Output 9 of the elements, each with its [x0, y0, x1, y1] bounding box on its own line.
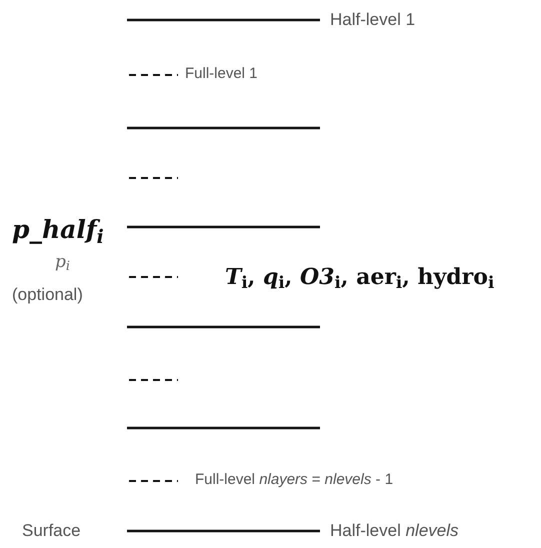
level-label: Full-level 1 — [185, 65, 258, 84]
note-label: (optional) — [12, 284, 83, 306]
level-label: Full-level nlayers = nlevels - 1 — [195, 471, 394, 490]
variable-list: T$_{i}$, q$_{i}$, O3$_{i}$, aer$_{i}$, hydro$_{i}$ — [225, 264, 494, 292]
surface-label: Surface — [22, 520, 81, 542]
variable-label: p_half$_{i}$ — [12, 214, 104, 246]
level-label: Half-level 1 — [330, 9, 416, 30]
level-label: Half-level nlevels — [330, 520, 459, 542]
variable-label: p$_{i}$ — [55, 252, 70, 274]
